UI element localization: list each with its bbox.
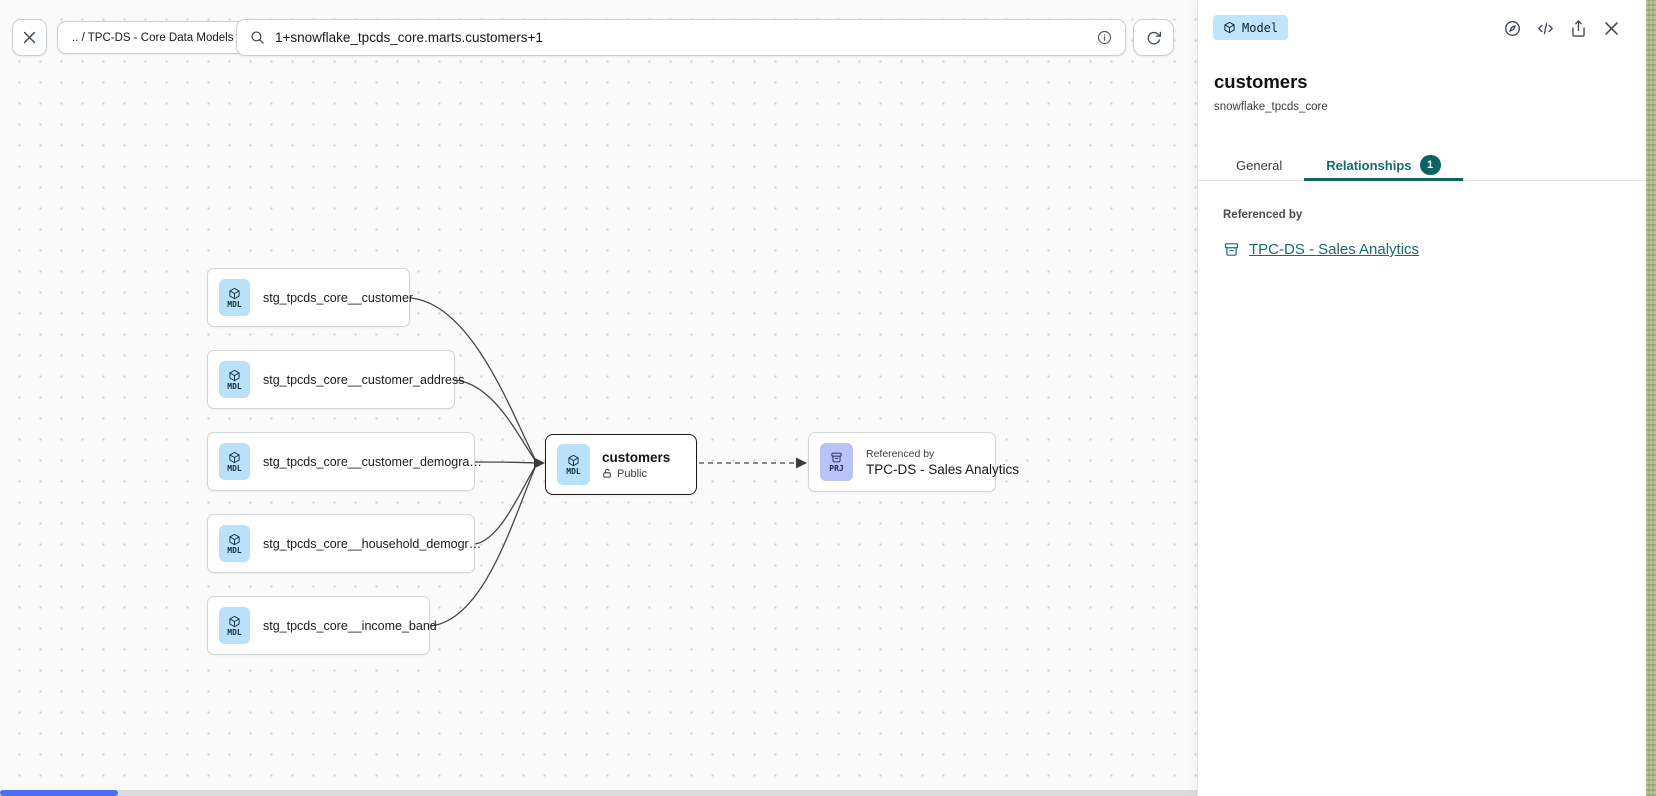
node-label: stg_tpcds_core__customer_address [263,372,465,387]
referenced-by-kicker: Referenced by [866,447,935,460]
cube-icon [229,369,240,381]
tab-general-label: General [1236,157,1283,173]
node-stg-customer-address[interactable]: MDL stg_tpcds_core__customer_address [207,350,465,409]
breadcrumb[interactable]: .. / TPC-DS - Core Data Models [57,21,249,54]
share-button[interactable] [1569,19,1588,38]
referenced-by-project-link[interactable]: TPC-DS - Sales Analytics [1249,241,1420,258]
node-label: stg_tpcds_core__income_band [263,618,437,633]
close-icon [23,31,36,44]
lineage-canvas[interactable]: MDL stg_tpcds_core__customer MDL stg_tpc… [0,0,1197,796]
cube-icon [568,454,579,466]
panel-tabs: General Relationships 1 [1198,150,1647,181]
node-label: stg_tpcds_core__household_demogr… [263,536,482,551]
view-code-button[interactable] [1536,19,1555,38]
horizontal-scrollbar-track[interactable] [0,790,1197,796]
relationships-count-badge: 1 [1419,155,1441,175]
lock-open-icon [603,468,611,478]
badge-label: MDL [227,381,242,391]
visibility-row: Public [602,468,670,480]
node-label: stg_tpcds_core__customer_demogra… [263,454,482,469]
lineage-search[interactable] [236,19,1126,56]
visibility-label: Public [617,467,647,480]
focus-node-title: customers [602,449,671,465]
code-icon [1538,22,1553,35]
info-icon[interactable] [1096,29,1113,46]
cube-icon [229,451,240,463]
model-type-badge: MDL [219,279,250,316]
refresh-icon [1147,31,1161,45]
node-customers-focus[interactable]: MDL customers Public [545,434,697,495]
tab-relationships-label: Relationships [1326,157,1412,173]
archive-icon [1224,243,1239,256]
close-lineage-button[interactable] [12,19,47,56]
archive-icon [831,452,842,463]
model-type-badge: MDL [219,525,250,562]
badge-label: MDL [227,545,242,555]
node-stg-household-demographics[interactable]: MDL stg_tpcds_core__household_demogr… [207,514,481,573]
desktop-edge-strip [1646,0,1656,796]
node-label: stg_tpcds_core__customer [263,290,414,305]
node-stg-customer-demographics[interactable]: MDL stg_tpcds_core__customer_demogra… [207,432,482,491]
search-icon [251,31,264,44]
referenced-by-row: TPC-DS - Sales Analytics [1223,241,1419,258]
node-stg-customer[interactable]: MDL stg_tpcds_core__customer [207,268,414,327]
panel-subtitle: snowflake_tpcds_core [1214,101,1328,113]
search-input[interactable] [275,30,1087,45]
cube-icon [1224,21,1235,34]
cube-icon [229,615,240,627]
horizontal-scrollbar-thumb[interactable] [0,790,118,796]
tab-general[interactable]: General [1214,150,1304,180]
compass-icon [1505,21,1520,36]
model-type-badge: MDL [219,361,250,398]
model-type-badge: MDL [219,607,250,644]
badge-label: MDL [227,627,242,637]
resource-type-chip: Model [1213,15,1289,40]
badge-label: MDL [566,466,581,476]
badge-label: MDL [227,299,242,309]
resource-type-label: Model [1242,20,1279,35]
badge-label: MDL [227,463,242,473]
lineage-edges [409,297,807,627]
downstream-project-title: TPC-DS - Sales Analytics [866,461,1020,477]
referenced-by-section-label: Referenced by [1223,209,1303,221]
share-icon [1572,20,1585,37]
refresh-lineage-button[interactable] [1133,19,1174,56]
model-type-badge: MDL [557,444,590,485]
model-type-badge: MDL [219,443,250,480]
badge-label: PRJ [829,464,844,473]
close-panel-button[interactable] [1602,19,1621,38]
node-downstream-project[interactable]: PRJ Referenced by TPC-DS - Sales Analyti… [808,432,1019,492]
cube-icon [229,287,240,299]
cube-icon [229,533,240,545]
explore-lineage-button[interactable] [1503,19,1522,38]
node-stg-income-band[interactable]: MDL stg_tpcds_core__income_band [207,596,437,655]
panel-title: customers [1214,71,1308,92]
close-icon [1605,22,1618,35]
tab-relationships[interactable]: Relationships 1 [1304,150,1463,181]
project-type-badge: PRJ [820,443,853,481]
details-panel: Model customers snowflake_tpcds_core Gen… [1197,0,1647,796]
